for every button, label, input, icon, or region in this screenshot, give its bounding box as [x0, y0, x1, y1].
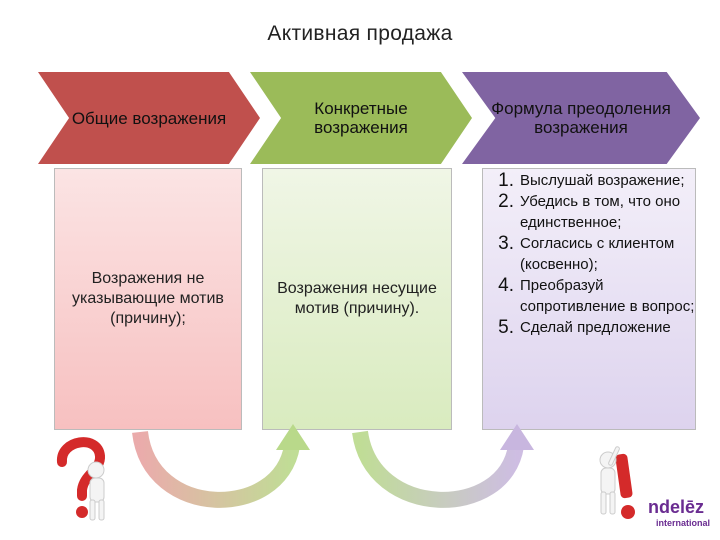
box-text: Возражения не указывающие мотив (причину… [72, 270, 224, 327]
list-item: 3. Согласись с клиентом (косвенно); [484, 233, 696, 275]
step-number: 3. [498, 233, 514, 254]
step-number: 2. [498, 191, 514, 212]
exclamation-mark-figure-icon [599, 446, 635, 519]
step-text: Преобразуй сопротивление в вопрос; [520, 277, 695, 315]
step-number: 5. [498, 317, 514, 338]
chevron-label: Общие возражения [71, 108, 227, 128]
step-text: Согласись с клиентом (косвенно); [520, 235, 675, 273]
general-objections-box: Возражения не указывающие мотив (причину… [54, 168, 242, 430]
chevron-label: Конкретные возражения [314, 99, 408, 137]
company-logo: ndelēz [648, 497, 705, 517]
step-text: Сделай предложение [520, 319, 671, 336]
list-item: 2. Убедись в том, что оно единственное; [484, 191, 696, 233]
question-mark-figure-icon [57, 437, 105, 521]
formula-steps-box [482, 168, 696, 430]
step-text: Выслушай возражение; [520, 172, 685, 189]
chevron-objection-formula: Формула преодоления возражения [462, 72, 700, 164]
step-number: 4. [498, 275, 514, 296]
step-number: 1. [498, 170, 514, 191]
box-text: Возражения несущие мотив (причину). [277, 280, 437, 317]
list-item: 4. Преобразуй сопротивление в вопрос; [484, 275, 696, 317]
chevron-specific-objections: Конкретные возражения [250, 72, 472, 164]
specific-objections-box: Возражения несущие мотив (причину). [262, 168, 452, 430]
chevron-label: Формула преодоления возражения [491, 99, 671, 137]
step-text: Убедись в том, что оно единственное; [520, 193, 681, 231]
curved-arrow-right-icon [132, 424, 310, 508]
formula-steps-list: 1. Выслушай возражение; 2. Убедись в том, … [484, 170, 696, 338]
list-item: 1. Выслушай возражение; [484, 170, 696, 191]
curved-arrow-right-icon [352, 424, 534, 508]
slide-title: Активная продажа [267, 22, 453, 45]
company-logo-subtext: international [656, 518, 711, 528]
chevron-general-objections: Общие возражения [38, 72, 260, 164]
list-item: 5. Сделай предложение [484, 317, 696, 338]
